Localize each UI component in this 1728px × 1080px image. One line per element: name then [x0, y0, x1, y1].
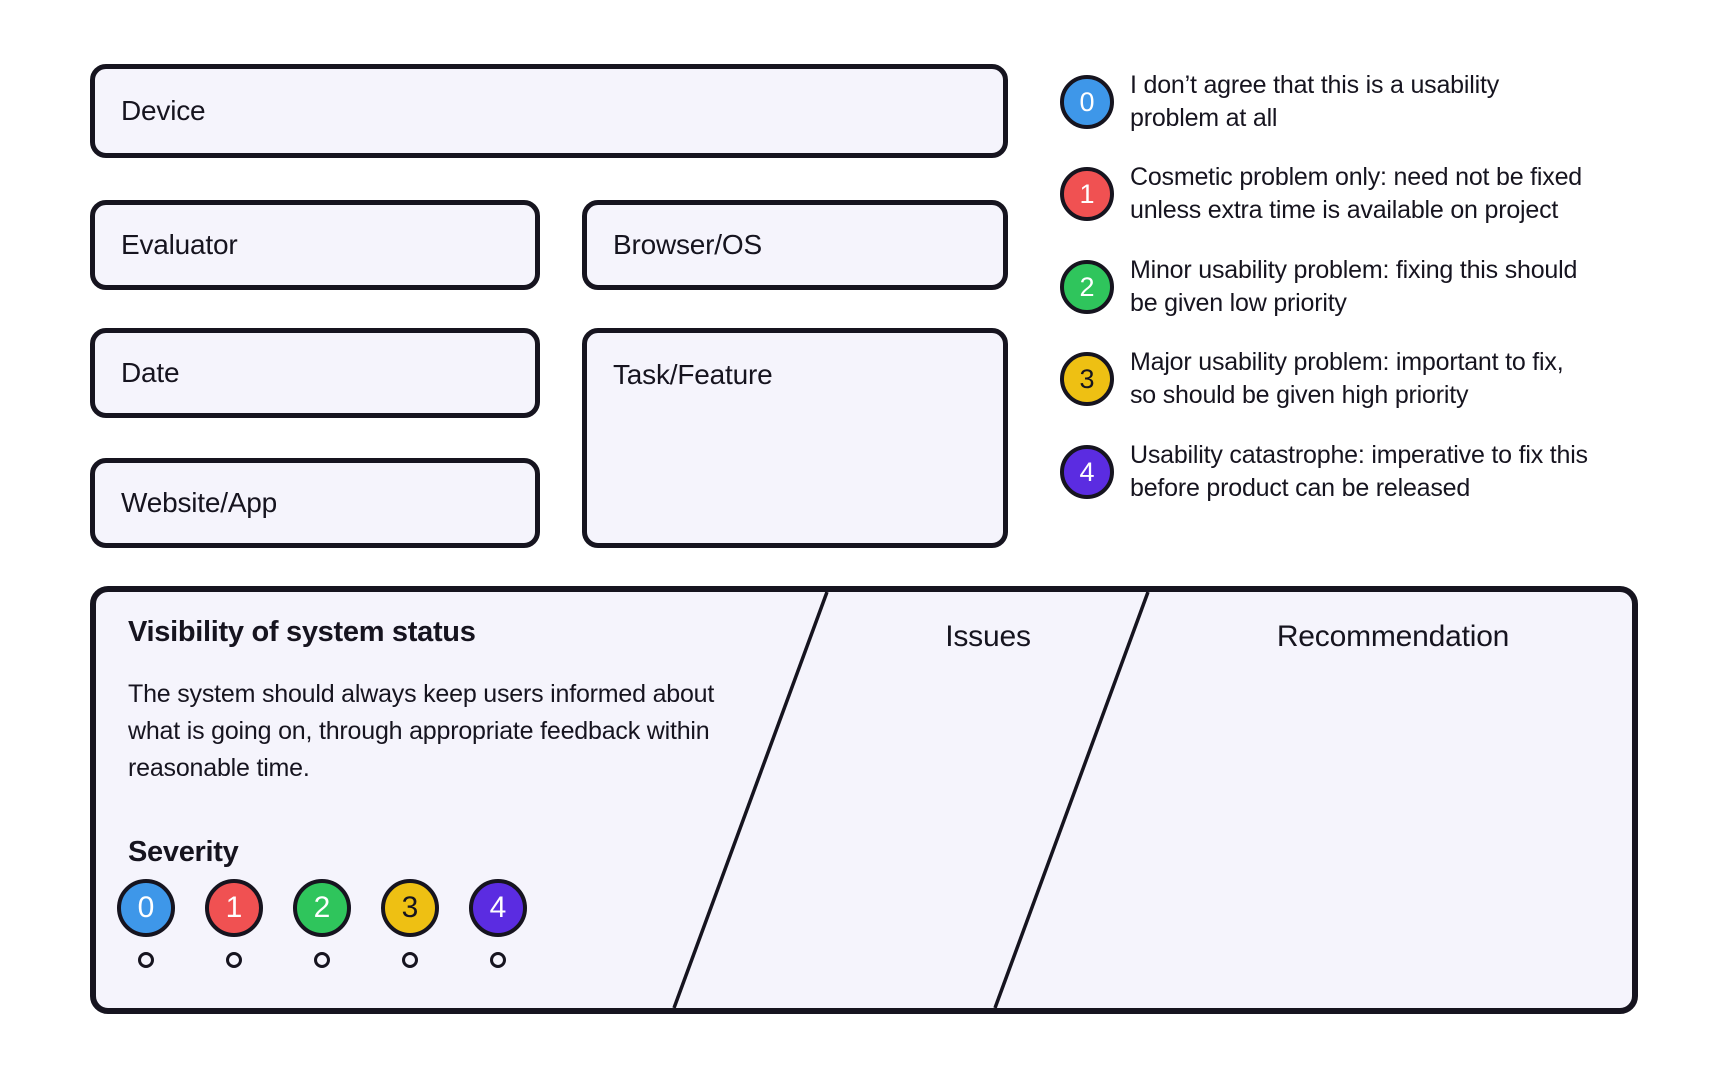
- evaluator-field[interactable]: Evaluator: [90, 200, 540, 290]
- severity-0-circle: 0: [117, 879, 175, 937]
- severity-0-badge: 0: [1060, 75, 1114, 129]
- recommendation-divider-line: [993, 592, 1150, 1008]
- recommendation-column-header: Recommendation: [1276, 620, 1510, 653]
- severity-option-1: 1: [205, 879, 263, 968]
- severity-rating-row: 0 1 2 3 4: [117, 879, 527, 968]
- severity-4-badge: 4: [1060, 445, 1114, 499]
- device-field[interactable]: Device: [90, 64, 1008, 158]
- severity-legend-row-3: 3 Major usability problem: important to …: [1060, 346, 1564, 412]
- severity-legend-row-2: 2 Minor usability problem: fixing this s…: [1060, 254, 1577, 320]
- browser-os-field[interactable]: Browser/OS: [582, 200, 1008, 290]
- severity-4-radio[interactable]: [490, 952, 506, 968]
- website-app-field[interactable]: Website/App: [90, 458, 540, 548]
- severity-3-description: Major usability problem: important to fi…: [1130, 348, 1564, 409]
- severity-option-0: 0: [117, 879, 175, 968]
- date-field-label: Date: [121, 357, 180, 388]
- severity-option-2: 2: [293, 879, 351, 968]
- severity-2-badge: 2: [1060, 260, 1114, 314]
- device-field-label: Device: [121, 95, 206, 126]
- severity-section-label: Severity: [128, 836, 239, 868]
- task-feature-field-label: Task/Feature: [613, 359, 773, 390]
- severity-2-description: Minor usability problem: fixing this sho…: [1130, 256, 1578, 317]
- heuristic-description: The system should always keep users info…: [128, 680, 715, 782]
- severity-legend-row-4: 4 Usability catastrophe: imperative to f…: [1060, 439, 1588, 505]
- date-field[interactable]: Date: [90, 328, 540, 418]
- severity-0-description: I don’t agree that this is a usability p…: [1130, 71, 1499, 132]
- browser-os-field-label: Browser/OS: [613, 229, 762, 260]
- severity-1-circle: 1: [205, 879, 263, 937]
- severity-4-circle: 4: [469, 879, 527, 937]
- issues-divider-line: [672, 592, 829, 1008]
- severity-legend-row-1: 1 Cosmetic problem only: need not be fix…: [1060, 161, 1582, 227]
- severity-option-3: 3: [381, 879, 439, 968]
- severity-option-4: 4: [469, 879, 527, 968]
- severity-legend-row-0: 0 I don’t agree that this is a usability…: [1060, 69, 1499, 135]
- heuristic-card: Visibility of system status The system s…: [90, 586, 1638, 1014]
- heuristic-title: Visibility of system status: [128, 616, 476, 648]
- severity-4-description: Usability catastrophe: imperative to fix…: [1130, 441, 1588, 502]
- severity-3-radio[interactable]: [402, 952, 418, 968]
- task-feature-field[interactable]: Task/Feature: [582, 328, 1008, 548]
- severity-1-radio[interactable]: [226, 952, 242, 968]
- column-divider-lines: [672, 592, 1150, 1008]
- issues-column-header: Issues: [945, 620, 1031, 653]
- severity-1-badge: 1: [1060, 167, 1114, 221]
- website-app-field-label: Website/App: [121, 487, 278, 518]
- severity-2-radio[interactable]: [314, 952, 330, 968]
- severity-0-radio[interactable]: [138, 952, 154, 968]
- severity-1-description: Cosmetic problem only: need not be fixed…: [1130, 163, 1582, 224]
- severity-3-badge: 3: [1060, 352, 1114, 406]
- severity-3-circle: 3: [381, 879, 439, 937]
- evaluator-field-label: Evaluator: [121, 229, 238, 260]
- severity-2-circle: 2: [293, 879, 351, 937]
